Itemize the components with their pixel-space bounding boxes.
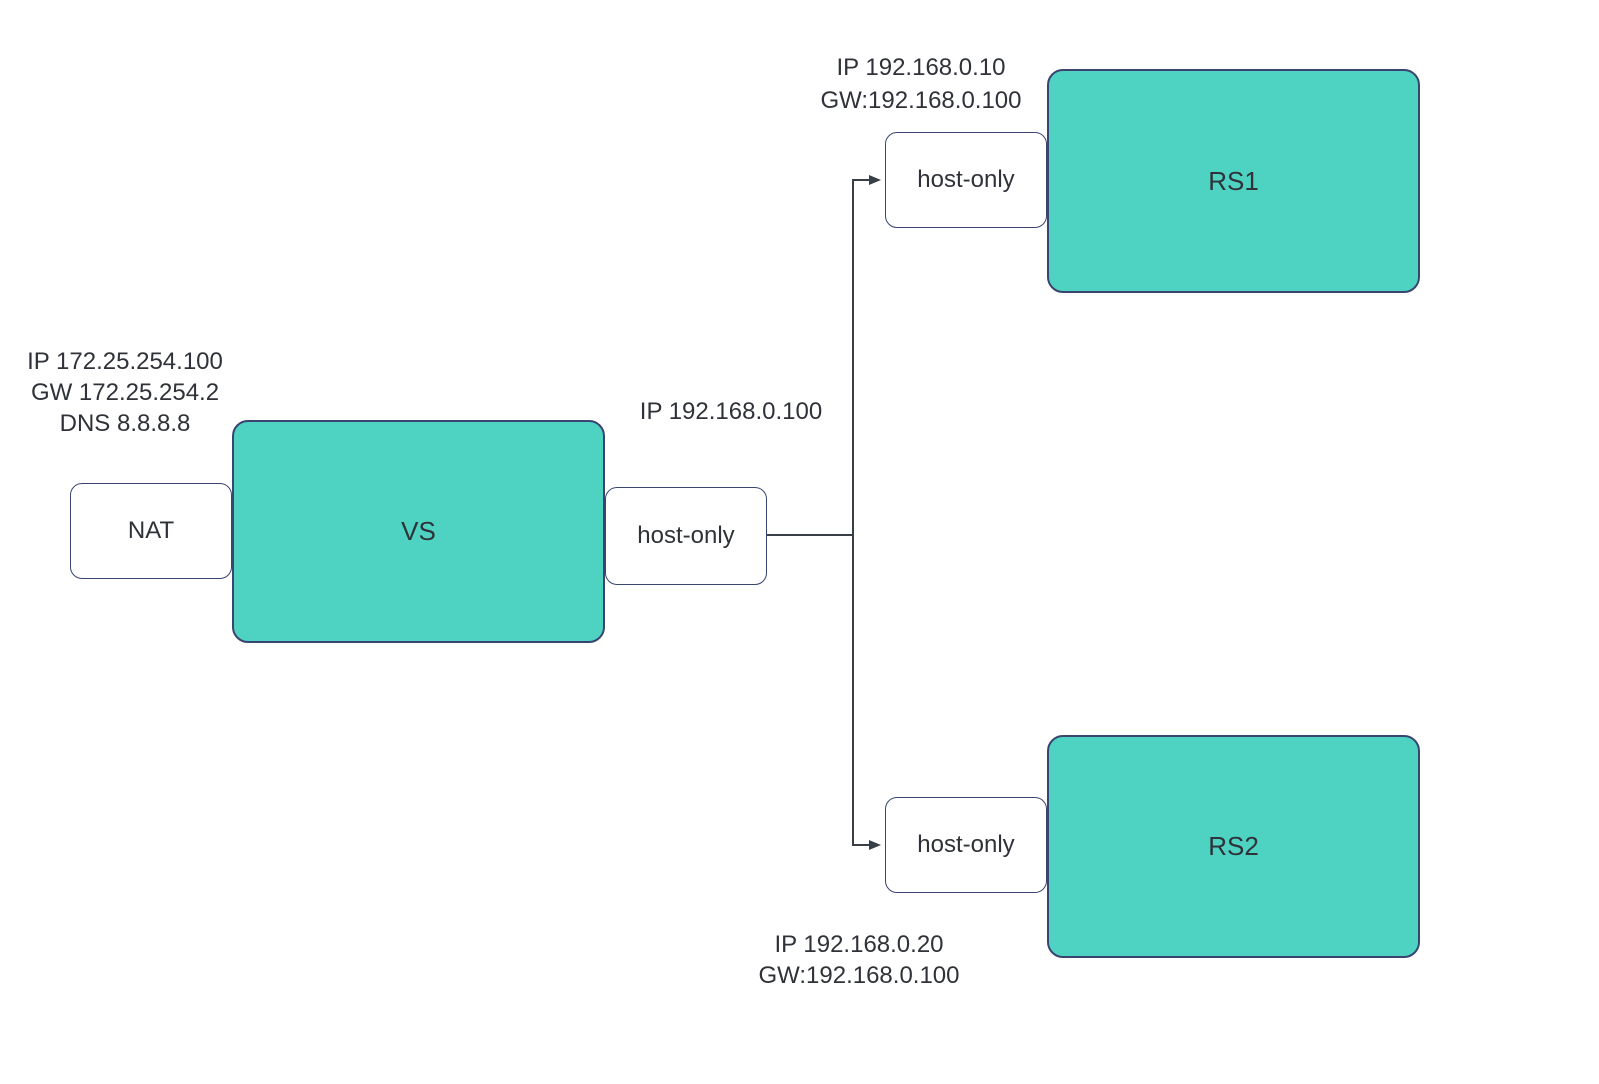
branch-to-rs2-arrow bbox=[852, 535, 881, 850]
annotation-line: IP 192.168.0.20 bbox=[774, 931, 944, 958]
node-rs2-label: RS2 bbox=[1208, 831, 1259, 861]
annotation-vs-hostonly-ip: IP 192.168.0.100 bbox=[631, 396, 831, 428]
node-hostonly-rs1-label: host-only bbox=[917, 166, 1015, 193]
node-vs-label: VS bbox=[401, 516, 436, 546]
annotation-vs-nat-ip: IP 172.25.254.100 GW 172.25.254.2 DNS 8.… bbox=[25, 346, 225, 439]
node-nat-label: NAT bbox=[127, 517, 175, 544]
node-rs2: RS2 bbox=[1047, 735, 1420, 958]
node-hostonly-rs2: host-only bbox=[885, 797, 1047, 893]
annotation-rs1-ip: IP 192.168.0.10 GW:192.168.0.100 bbox=[801, 51, 1041, 117]
annotation-line: GW:192.168.0.100 bbox=[758, 962, 960, 989]
annotation-rs2-ip: IP 192.168.0.20 GW:192.168.0.100 bbox=[739, 929, 979, 991]
node-rs1: RS1 bbox=[1047, 69, 1420, 293]
annotation-line: IP 172.25.254.100 bbox=[27, 348, 223, 375]
annotation-line: IP 192.168.0.100 bbox=[639, 398, 823, 425]
node-nat-adapter: NAT bbox=[70, 483, 232, 579]
annotation-line: GW 172.25.254.2 bbox=[30, 379, 220, 406]
node-hostonly-vs-label: host-only bbox=[637, 522, 735, 549]
node-hostonly-rs1: host-only bbox=[885, 132, 1047, 228]
branch-to-rs1-arrow bbox=[852, 175, 881, 535]
annotation-line: GW:192.168.0.100 bbox=[820, 87, 1022, 114]
annotation-line: IP 192.168.0.10 bbox=[836, 54, 1006, 81]
node-hostonly-rs2-label: host-only bbox=[917, 831, 1015, 858]
node-hostonly-vs: host-only bbox=[605, 487, 767, 585]
node-rs1-label: RS1 bbox=[1208, 165, 1259, 196]
node-vs: VS bbox=[232, 420, 605, 643]
annotation-line: DNS 8.8.8.8 bbox=[59, 410, 191, 437]
